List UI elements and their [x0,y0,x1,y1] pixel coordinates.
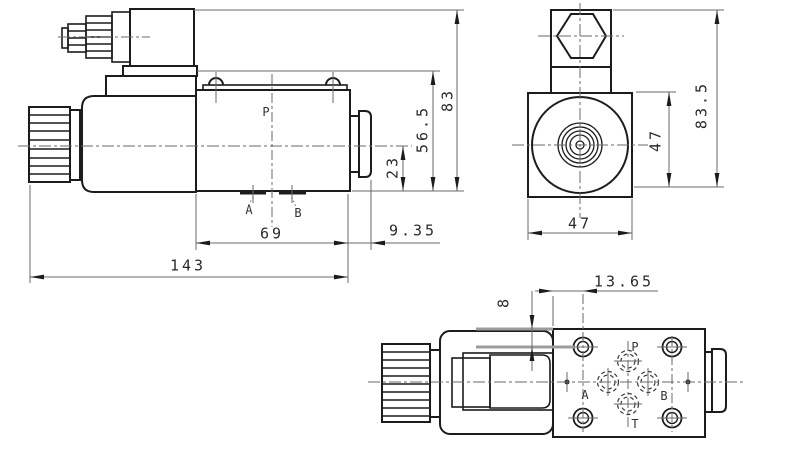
side-port-label-a: A [245,203,253,217]
end-view-centerlines [512,3,648,218]
port-boss-neck [349,115,360,173]
bottom-view-centerlines [368,294,744,432]
bottom-port-label-a: A [581,388,589,402]
dim-23: 23 [383,154,402,180]
dim-47-vertical: 47 [646,127,665,153]
connector-neck [550,66,612,94]
port-boss-cap-bottom [711,348,727,413]
end-view-arrowheads [528,10,720,236]
coil-top-step [105,75,197,97]
knurled-knob-bottom [381,343,441,423]
connector-base-plate [122,65,198,77]
dim-47-horizontal: 47 [567,214,593,233]
dim-8: 8 [494,295,513,309]
dim-56-5: 56.5 [413,104,432,154]
highlighted-extension-lines [476,327,574,349]
coil-body [81,95,197,193]
knurl-stripes-bottom [382,351,430,417]
bottom-port-label-t: T [631,417,639,431]
dim-9-35: 9.35 [388,221,438,240]
din-connector-box [129,8,195,67]
bottom-port-label-p: P [631,340,639,354]
dim-83: 83 [438,87,457,113]
dim-69: 69 [259,224,285,243]
valve-body [195,89,351,192]
side-view-arrowheads [30,10,460,280]
knurled-knob [28,106,81,183]
side-view-dimensions [29,9,464,283]
port-boss-cap [358,110,372,178]
bottom-view-dimensions [531,290,658,371]
side-view-centerlines [18,36,412,227]
bottom-view [381,328,727,438]
bottom-view-arrowheads [529,288,597,361]
end-view-dimensions [527,9,724,240]
dim-13-65: 13.65 [593,272,655,291]
side-port-label-p: P [262,105,270,119]
dim-83-5: 83.5 [692,80,711,130]
side-port-label-b: B [294,206,302,220]
knurl-stripes [29,114,70,175]
dim-143: 143 [169,256,207,275]
bottom-port-label-b: B [660,389,668,403]
valve-top-plate [202,84,348,91]
